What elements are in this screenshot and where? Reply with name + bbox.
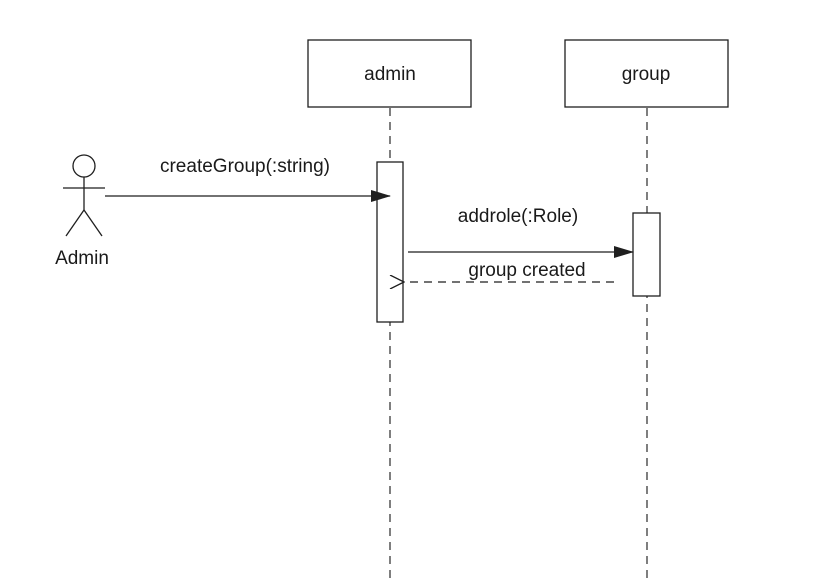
lifeline-admin-label: admin — [364, 64, 416, 85]
lifeline-group-label: group — [622, 64, 671, 85]
message-group-created-label: group created — [468, 260, 585, 281]
lifeline-admin-box — [307, 39, 472, 108]
actor-label: Admin — [55, 248, 109, 269]
message-create-group: createGroup(:string) — [105, 156, 391, 202]
message-addrole-label: addrole(:Role) — [458, 206, 578, 227]
message-create-group-label: createGroup(:string) — [160, 156, 330, 177]
actor-admin: Admin — [55, 154, 109, 269]
message-group-created: group created — [404, 260, 614, 282]
lifeline-group-box — [564, 39, 729, 108]
stick-figure-icon — [63, 154, 105, 237]
lifeline-admin: admin — [307, 39, 472, 579]
activation-bar-admin — [376, 161, 404, 323]
activation-bar-group — [632, 212, 661, 297]
message-addrole: addrole(:Role) — [408, 206, 634, 258]
lifeline-group: group — [564, 39, 729, 579]
